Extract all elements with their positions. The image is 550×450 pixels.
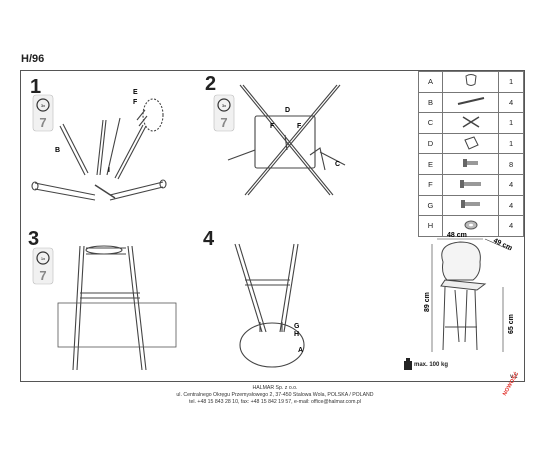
cross-brace-icon <box>441 112 500 134</box>
step-4-diagram: G H A <box>234 243 305 368</box>
step-4-label-g: G <box>294 323 300 330</box>
step-1-number: 1 <box>30 76 42 98</box>
step-3-diagram <box>57 245 177 371</box>
step-2-number: 2 <box>205 73 217 95</box>
step-1-tool-unit: 3x <box>41 103 45 108</box>
width-dimension: 48 cm <box>447 232 467 239</box>
step-2-tool-count: 7 <box>220 115 227 130</box>
depth-dimension: 49 cm <box>492 237 513 252</box>
table-row: C 1 <box>418 112 524 134</box>
footer-address: ul. Centralnego Okręgu Przemysłowego 2, … <box>176 392 374 398</box>
step-1-tool-badge: 3x 7 <box>32 94 54 132</box>
table-row: E 8 <box>418 153 524 175</box>
part-qty: 4 <box>498 173 524 196</box>
footer: HALMAR Sp. z o.o. ul. Centralnego Okręgu… <box>0 385 550 406</box>
washer-icon <box>441 215 500 237</box>
step-1-tool-count: 7 <box>39 115 46 130</box>
part-letter: C <box>418 112 443 134</box>
part-qty: 1 <box>498 132 524 155</box>
part-qty: 1 <box>498 112 524 134</box>
table-row: D 1 <box>418 132 524 155</box>
step-1-label-f: F <box>133 99 138 106</box>
long-bolt-icon <box>441 173 500 196</box>
step-2-label-c: C <box>335 161 340 168</box>
part-letter: G <box>418 194 443 217</box>
step-3-detail-box <box>57 302 177 348</box>
part-qty: 8 <box>498 153 524 175</box>
step-4-label-a: A <box>298 347 303 354</box>
table-row: A 1 <box>418 71 524 93</box>
step-1-label-e: E <box>133 89 138 96</box>
part-letter: A <box>418 71 443 93</box>
bolt-icon <box>441 194 500 217</box>
step-1-label-b: B <box>55 147 60 154</box>
part-letter: D <box>418 132 443 155</box>
part-qty: 4 <box>498 91 524 114</box>
footer-company: HALMAR Sp. z o.o. <box>252 385 298 391</box>
version: v.1 <box>510 374 518 380</box>
leg-icon <box>441 91 500 114</box>
step-1-diagram: B E F I <box>31 89 167 201</box>
height-dimension: 89 cm <box>424 292 431 312</box>
step-2-label-f-1: F <box>270 123 275 130</box>
dimensions-diagram: 48 cm 49 cm 89 cm 65 cm <box>424 232 515 352</box>
part-qty: 4 <box>498 215 524 237</box>
parts-table: A 1 B 4 C 1 D 1 E 8 F 4 G 4 H 4 <box>418 71 524 237</box>
step-2-label-f-2: F <box>297 123 302 130</box>
part-letter: B <box>418 91 443 114</box>
product-code: H/96 <box>21 53 45 65</box>
step-1-label-i: I <box>108 167 110 174</box>
step-2-tool-badge: 3x 7 <box>213 94 235 132</box>
step-2-label-d: D <box>285 107 290 114</box>
part-letter: F <box>418 173 443 196</box>
footrest-frame-icon <box>441 132 500 155</box>
step-2-diagram: D F F C <box>227 84 346 196</box>
instruction-frame <box>20 70 525 382</box>
table-row: F 4 <box>418 173 524 196</box>
seat-icon <box>441 71 500 93</box>
step-3-tool-count: 7 <box>39 268 46 283</box>
table-row: B 4 <box>418 91 524 114</box>
step-4-number: 4 <box>203 228 215 250</box>
step-3-tool-badge: 1x 7 <box>32 247 54 285</box>
seat-height-dimension: 65 cm <box>508 314 515 334</box>
table-row: H 4 <box>418 215 524 237</box>
max-load: max. 100 kg <box>414 362 449 368</box>
step-2-tool-unit: 3x <box>222 103 226 108</box>
table-row: G 4 <box>418 194 524 217</box>
part-qty: 1 <box>498 71 524 93</box>
part-qty: 4 <box>498 194 524 217</box>
step-3-number: 3 <box>28 228 40 250</box>
footer-contact: tel. +48 15 843 28 10, fax: +48 15 842 1… <box>189 399 361 405</box>
step-4-label-h: H <box>294 331 299 338</box>
weight-icon <box>404 358 412 370</box>
short-bolt-icon <box>441 153 500 175</box>
step-3-tool-unit: 1x <box>41 256 45 261</box>
part-letter: E <box>418 153 443 175</box>
